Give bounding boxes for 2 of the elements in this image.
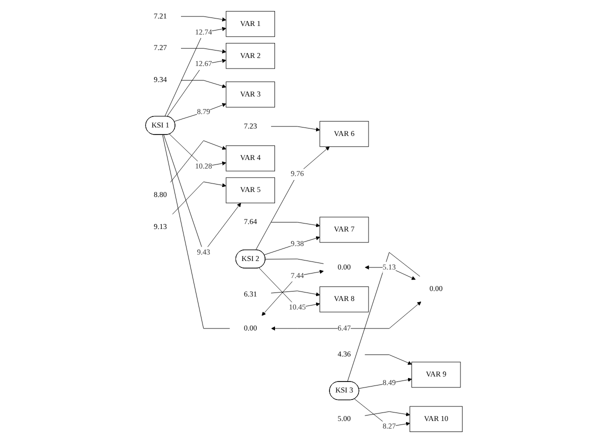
connector — [265, 258, 324, 264]
connector — [347, 252, 420, 382]
